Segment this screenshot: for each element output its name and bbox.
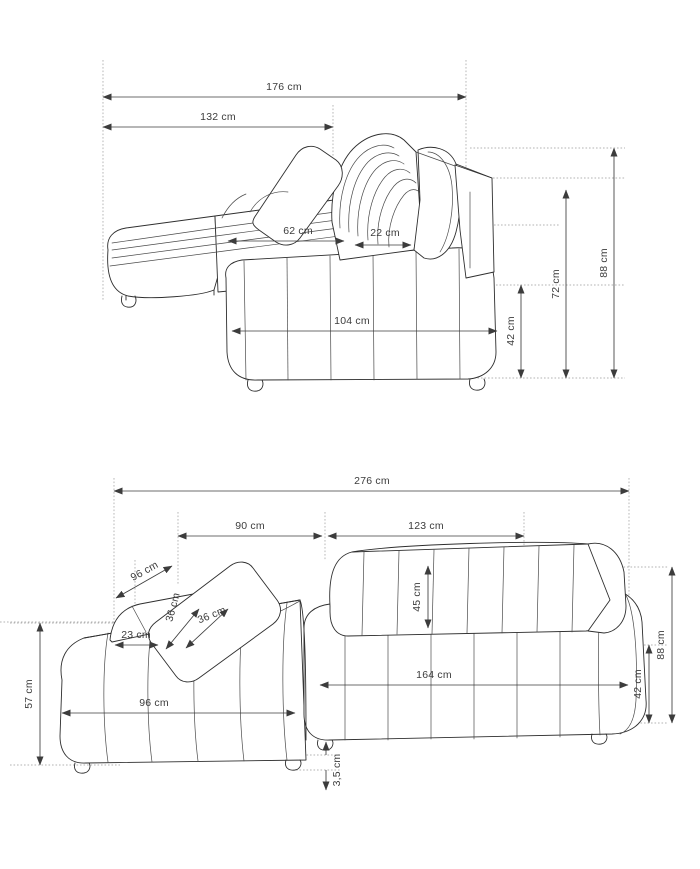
dimension-label: 96 cm [139,697,169,709]
dimension-label: 42 cm [632,669,644,699]
dimension-label: 42 cm [505,316,517,346]
dimension-label: 276 cm [354,475,390,487]
dimension-label: 72 cm [550,269,562,299]
dimension-top-62: 62 cm [227,225,345,245]
dimension-bottom-96-seat: 96 cm [61,697,296,717]
bottom-view-drawing: 276 cm 90 cm 123 cm 96 cm 23 cm 36 cm [0,475,676,791]
dimension-top-176: 176 cm [102,81,467,101]
dimension-label: 88 cm [655,630,667,660]
dimension-bottom-90: 90 cm [177,520,323,540]
dimension-bottom-88: 88 cm [655,566,676,724]
dimension-top-88: 88 cm [598,147,618,379]
dimension-label: 88 cm [598,248,610,278]
dimension-label: 57 cm [23,679,35,709]
dimension-label: 176 cm [266,81,302,93]
dimension-bottom-96-depth: 96 cm [115,559,173,599]
dimension-bottom-3-5: 3,5 cm [322,741,343,791]
dimension-label: 164 cm [416,669,452,681]
dimension-label: 23 cm [121,629,151,641]
dimension-top-72: 72 cm [550,189,570,379]
dimension-bottom-276: 276 cm [113,475,630,495]
dimension-top-42: 42 cm [505,284,525,379]
dimension-bottom-45: 45 cm [411,565,432,629]
dimension-top-132: 132 cm [102,111,334,131]
dimension-label: 45 cm [411,582,423,612]
bottom-view-sofa-illustration [59,541,647,774]
top-view-drawing: 176 cm 132 cm 62 cm 22 cm 104 cm 42 cm [102,60,625,392]
dimension-label: 96 cm [129,559,161,584]
dimension-bottom-23: 23 cm [114,629,159,649]
dimension-bottom-164: 164 cm [319,669,629,689]
dimension-label: 3,5 cm [331,754,343,787]
dimension-label: 62 cm [283,225,313,237]
dimension-bottom-42: 42 cm [632,644,653,724]
dimension-top-22: 22 cm [354,227,412,249]
top-view-sofa-illustration [107,133,497,392]
dimension-label: 104 cm [334,315,370,327]
dimension-label: 123 cm [408,520,444,532]
dimension-bottom-57: 57 cm [23,622,44,766]
dimension-label: 22 cm [370,227,400,239]
dimension-label: 132 cm [200,111,236,123]
dimension-bottom-123: 123 cm [327,520,525,540]
dimension-label: 90 cm [235,520,265,532]
dimension-top-104: 104 cm [231,315,498,335]
